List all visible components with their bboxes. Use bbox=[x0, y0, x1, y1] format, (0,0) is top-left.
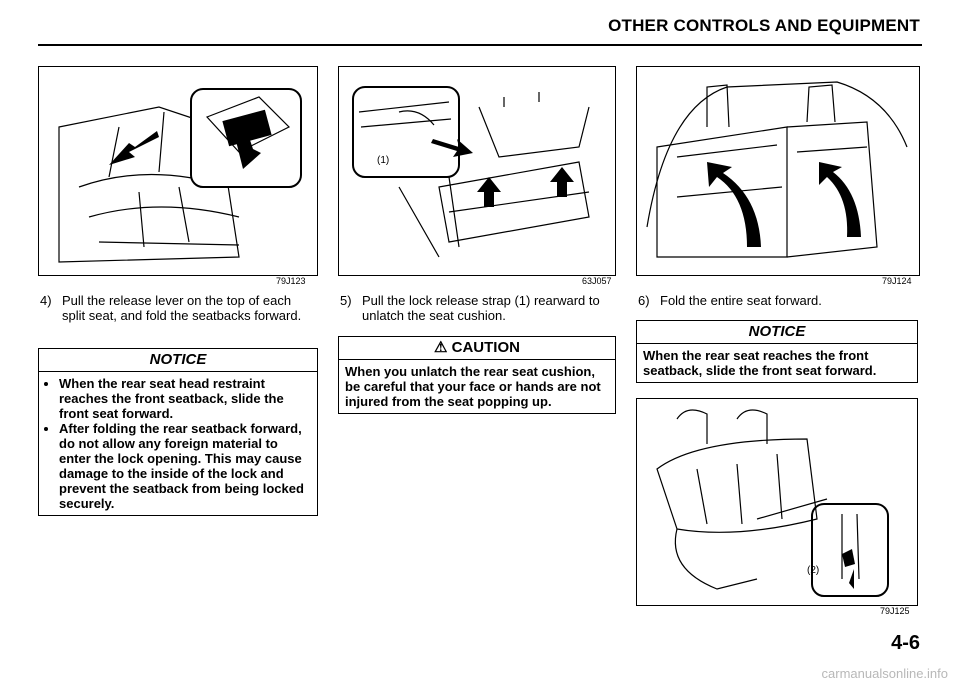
caution-box: ⚠ CAUTION When you unlatch the rear seat… bbox=[338, 336, 616, 414]
step-number: 5) bbox=[340, 293, 352, 308]
figure-fold-seat bbox=[636, 66, 920, 276]
figure-front-seat: (2) bbox=[636, 398, 918, 606]
notice-box-2: NOTICE When the rear seat reaches the fr… bbox=[636, 320, 918, 383]
arrow-down-icon-2 bbox=[849, 569, 854, 589]
notice-title: NOTICE bbox=[637, 321, 917, 344]
section-title: OTHER CONTROLS AND EQUIPMENT bbox=[608, 16, 920, 35]
notice-item-1: When the rear seat head restraint reache… bbox=[59, 376, 311, 421]
seat-illustration-2 bbox=[352, 86, 590, 258]
arrow-icon bbox=[109, 131, 159, 165]
arrow-up-icon-2 bbox=[550, 167, 574, 197]
notice-title: NOTICE bbox=[39, 349, 317, 372]
step-text: Pull the lock release strap (1) rearward… bbox=[362, 293, 600, 323]
seat-illustration-4 bbox=[656, 409, 889, 597]
curved-arrow-icon bbox=[707, 162, 761, 247]
figure-lock-strap: (1) bbox=[338, 66, 616, 276]
caution-text: When you unlatch the rear seat cushion, … bbox=[345, 364, 601, 409]
notice-text: When the rear seat reaches the front sea… bbox=[643, 348, 877, 378]
caution-header: ⚠ CAUTION bbox=[339, 337, 615, 360]
notice-item-2: After folding the rear seatback forward,… bbox=[59, 421, 311, 511]
figure-code-2: 63J057 bbox=[582, 276, 612, 286]
callout-label-2: (2) bbox=[807, 565, 820, 576]
step-number: 4) bbox=[40, 293, 52, 308]
figure-code-3: 79J124 bbox=[882, 276, 912, 286]
caution-title: CAUTION bbox=[451, 339, 520, 356]
page-number: 4-6 bbox=[891, 632, 920, 654]
figure-code-4: 79J125 bbox=[880, 606, 910, 616]
figure-code-1: 79J123 bbox=[276, 276, 306, 286]
step-5: 5) Pull the lock release strap (1) rearw… bbox=[340, 293, 616, 323]
step-4: 4) Pull the release lever on the top of … bbox=[40, 293, 316, 323]
figure-release-lever bbox=[38, 66, 318, 276]
step-6: 6) Fold the entire seat forward. bbox=[638, 293, 916, 308]
step-text: Pull the release lever on the top of eac… bbox=[62, 293, 302, 323]
seat-illustration-1 bbox=[58, 88, 302, 263]
notice-box-1: NOTICE When the rear seat head restraint… bbox=[38, 348, 318, 516]
step-text: Fold the entire seat forward. bbox=[660, 293, 822, 308]
page-header: OTHER CONTROLS AND EQUIPMENT bbox=[38, 14, 922, 46]
arrow-down-icon bbox=[235, 131, 261, 169]
watermark: carmanualsonline.info bbox=[821, 666, 948, 681]
arrow-up-icon bbox=[477, 177, 501, 207]
seat-illustration-3 bbox=[646, 81, 908, 258]
warning-triangle-icon: ⚠ bbox=[434, 339, 448, 356]
step-number: 6) bbox=[638, 293, 650, 308]
callout-label-1: (1) bbox=[377, 155, 390, 166]
arrow-right-icon bbox=[431, 139, 473, 157]
curved-arrow-icon-2 bbox=[819, 162, 861, 237]
